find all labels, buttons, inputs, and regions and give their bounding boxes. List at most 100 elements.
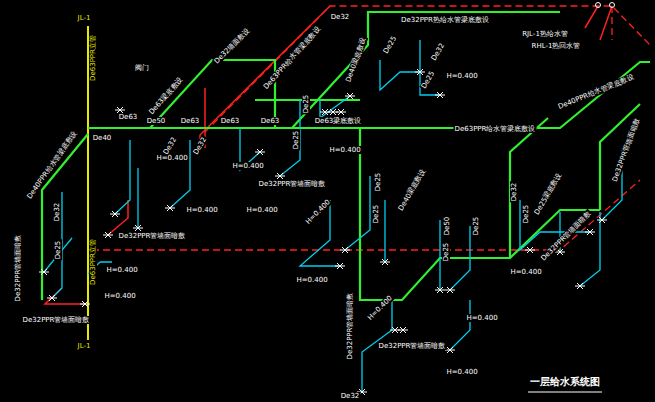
pipe-label: JL-1 <box>77 342 92 350</box>
pipe-label: 阀门 <box>134 64 150 72</box>
pipe-label: De32PPR管墙面暗敷 <box>258 180 327 188</box>
pipe-illustration-part <box>450 226 470 290</box>
pipe-label: De63 <box>220 117 241 125</box>
pipe-illustration-part <box>398 327 408 333</box>
pipe-label: De32PPR管墙面暗敷 <box>22 316 91 324</box>
pipe-illustration-part <box>380 259 390 265</box>
pipe-illustration-part <box>435 92 445 98</box>
pipe-label: De32PPR热给水管梁底敷设 <box>400 16 490 24</box>
pipe-label: H=0.400 <box>509 268 542 276</box>
legend-marker <box>596 3 615 8</box>
pipe-illustration-part <box>88 62 650 128</box>
pipe-illustration-part <box>435 287 445 293</box>
pipe-label: H=0.400 <box>303 197 332 226</box>
pipe-illustration-part <box>380 60 420 90</box>
pipe-illustration-part <box>165 205 175 211</box>
pipe-label: De63 <box>260 117 281 125</box>
pipe-illustration-part <box>336 109 346 115</box>
pipe-label: De32PPR管墙面暗敷 <box>378 342 447 350</box>
pipe-illustration-part <box>611 6 612 40</box>
title-underline <box>528 391 602 392</box>
legend-text: RHL-1热回水管 <box>531 42 582 50</box>
pipe-label: De40梁底敷设 <box>344 36 368 84</box>
pipe-illustration-part <box>275 173 285 179</box>
pipe-illustration-part <box>450 300 470 350</box>
pipe-illustration-part <box>345 176 370 250</box>
pipe-label: H=0.400 <box>185 206 218 214</box>
pipe-label: De32 <box>510 182 518 203</box>
pipe-illustration-part <box>133 225 143 231</box>
pipe-illustration-part <box>292 12 560 128</box>
pipe-illustration-part <box>585 6 612 40</box>
pipe-label: JL-1 <box>77 14 92 22</box>
pipe-illustration-part <box>610 3 615 8</box>
legend-text: RJL-1热给水管 <box>521 30 569 38</box>
pipe-label: De25 <box>292 130 300 151</box>
pipe-illustration-part <box>137 168 138 228</box>
pipe-illustration-part <box>345 93 355 99</box>
pipe-illustration-part <box>110 211 120 217</box>
pipe-illustration-part <box>280 100 300 176</box>
pipe-label: De32PPR管墙面暗敷 <box>539 209 593 263</box>
pipe-illustration-part <box>170 140 190 208</box>
pipe-label: De40 <box>92 134 113 142</box>
pipe-illustration-part <box>45 288 85 304</box>
pipe-label: De63PPR立管 <box>89 34 97 82</box>
pipe-label: De32PPR管墙面暗敷 <box>346 292 354 361</box>
pipe-illustration-part <box>445 287 455 293</box>
pipe-label: H=0.400 <box>328 146 361 154</box>
pipe-label: H=0.400 <box>445 72 478 80</box>
pipe-label: De25 <box>374 172 382 193</box>
pipe-illustration-part <box>439 220 440 290</box>
pipe-label: De25 <box>372 204 380 225</box>
pipe-illustration-part <box>340 247 350 253</box>
main-supply-pipe <box>42 12 650 300</box>
pipe-label: H=0.400 <box>365 293 394 322</box>
pipe-label: De50 <box>443 216 451 237</box>
pipe-label: De40PPR给水管梁底敷设 <box>25 129 79 202</box>
pipe-label: De63 <box>180 117 201 125</box>
pipe-illustration-part <box>52 192 62 298</box>
pipe-label: De63PPR给水管梁底敷设 <box>454 125 537 133</box>
pipe-label: De32 <box>53 202 61 223</box>
pipe-illustration-part <box>255 149 265 155</box>
pipe-label: De32 <box>330 13 351 21</box>
pipe-illustration-part <box>525 247 535 253</box>
pipe-label: De25 <box>442 242 450 263</box>
pipe-illustration-part <box>39 269 49 275</box>
pipe-illustration-part <box>597 217 607 223</box>
pipe-illustration-part <box>42 134 88 300</box>
pipe-label: H=0.400 <box>245 206 278 214</box>
pipe-illustration-part <box>415 69 425 75</box>
pipe-illustration-part <box>205 6 650 132</box>
pipe-label: H=0.400 <box>155 154 188 162</box>
pipe-illustration-part <box>510 118 548 258</box>
branch-pipe <box>44 40 622 392</box>
pipe-illustration-part <box>384 200 385 262</box>
pipe-label: De25 <box>472 216 480 237</box>
pipe-label: De32PPR管墙面暗敷 <box>118 232 187 240</box>
drawing-title: 一层给水系统图 <box>528 375 602 389</box>
pipe-illustration-part <box>445 347 455 353</box>
pipe-illustration-part <box>596 3 601 8</box>
pipe-illustration-part <box>335 263 345 269</box>
pipe-illustration-part <box>320 96 350 118</box>
pipe-label: H=0.400 <box>465 314 498 322</box>
hot-water-pipe <box>45 6 612 304</box>
pipe-label: De40PPR给水管梁底敷设 <box>556 73 636 111</box>
pipe-illustration-part <box>103 232 113 238</box>
pipe-label: De25 <box>302 94 310 115</box>
pipe-label: De50 <box>146 117 167 125</box>
pipe-illustration-part <box>528 391 602 392</box>
pipe-label: H=0.400 <box>103 292 136 300</box>
pipe-label: H=0.400 <box>445 368 478 376</box>
fixture-symbol <box>39 69 607 395</box>
pipe-label: De32 <box>429 41 446 63</box>
pipe-illustration-part <box>585 229 595 235</box>
pipe-illustration-part <box>575 283 585 289</box>
pipe-label: De40梁底敷设 <box>396 167 427 213</box>
pipe-illustration-part <box>44 238 72 272</box>
pipe-label: De63 <box>118 113 139 121</box>
pipe-label: De63梁底敷设 <box>314 117 363 125</box>
